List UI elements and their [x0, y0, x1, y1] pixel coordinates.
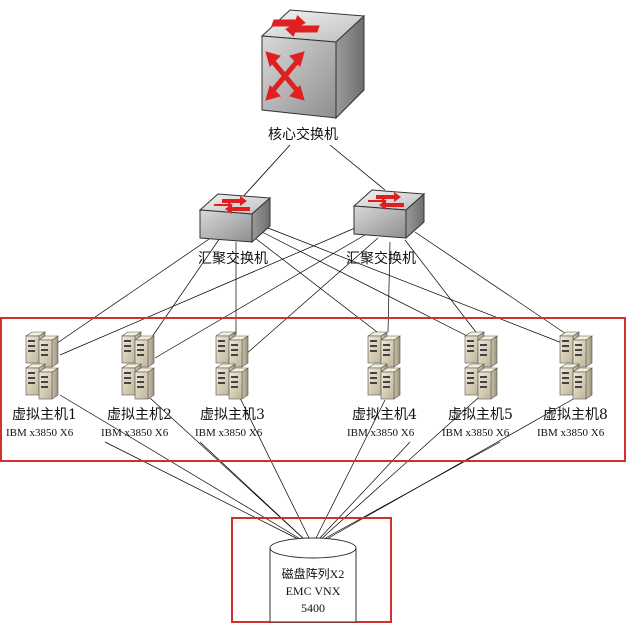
agg-switch-2-label: 汇聚交换机	[346, 251, 416, 267]
host-8-name: 虚拟主机8	[543, 407, 608, 423]
host-2-name: 虚拟主机2	[107, 407, 172, 423]
storage-label: 磁盘阵列X2 EMC VNX 5400	[270, 566, 356, 617]
host-3-model: IBM x3850 X6	[195, 427, 263, 439]
server-icon-6	[559, 331, 593, 400]
core-switch-icon	[260, 9, 366, 120]
host-5-name: 虚拟主机5	[448, 407, 513, 423]
host-8-model: IBM x3850 X6	[537, 427, 605, 439]
server-icon-1	[25, 331, 59, 400]
host-2-model: IBM x3850 X6	[101, 427, 169, 439]
agg-switch-1-icon	[198, 193, 272, 244]
storage-line-3: 5400	[301, 601, 325, 615]
host-5-model: IBM x3850 X6	[442, 427, 510, 439]
storage-line-2: EMC VNX	[285, 584, 341, 598]
agg-switch-1-label: 汇聚交换机	[198, 251, 268, 267]
storage-line-1: 磁盘阵列X2	[281, 567, 345, 581]
host-4-name: 虚拟主机4	[352, 407, 417, 423]
hosts-highlight-box	[0, 317, 626, 462]
agg-switch-2-icon	[352, 189, 426, 240]
link-core-agg2	[329, 144, 386, 191]
server-icon-3	[215, 331, 249, 400]
core-switch-label: 核心交换机	[268, 127, 338, 143]
host-3-name: 虚拟主机3	[200, 407, 265, 423]
server-icon-4	[367, 331, 401, 400]
host-1-name: 虚拟主机1	[12, 407, 77, 423]
host-1-model: IBM x3850 X6	[6, 427, 74, 439]
server-icon-2	[121, 331, 155, 400]
storage-icon	[269, 537, 357, 623]
core-links	[239, 144, 386, 201]
link-core-agg1	[239, 144, 291, 201]
host-4-model: IBM x3850 X6	[347, 427, 415, 439]
agg-links	[46, 224, 581, 359]
server-icon-5	[464, 331, 498, 400]
storage-links	[59, 394, 576, 541]
